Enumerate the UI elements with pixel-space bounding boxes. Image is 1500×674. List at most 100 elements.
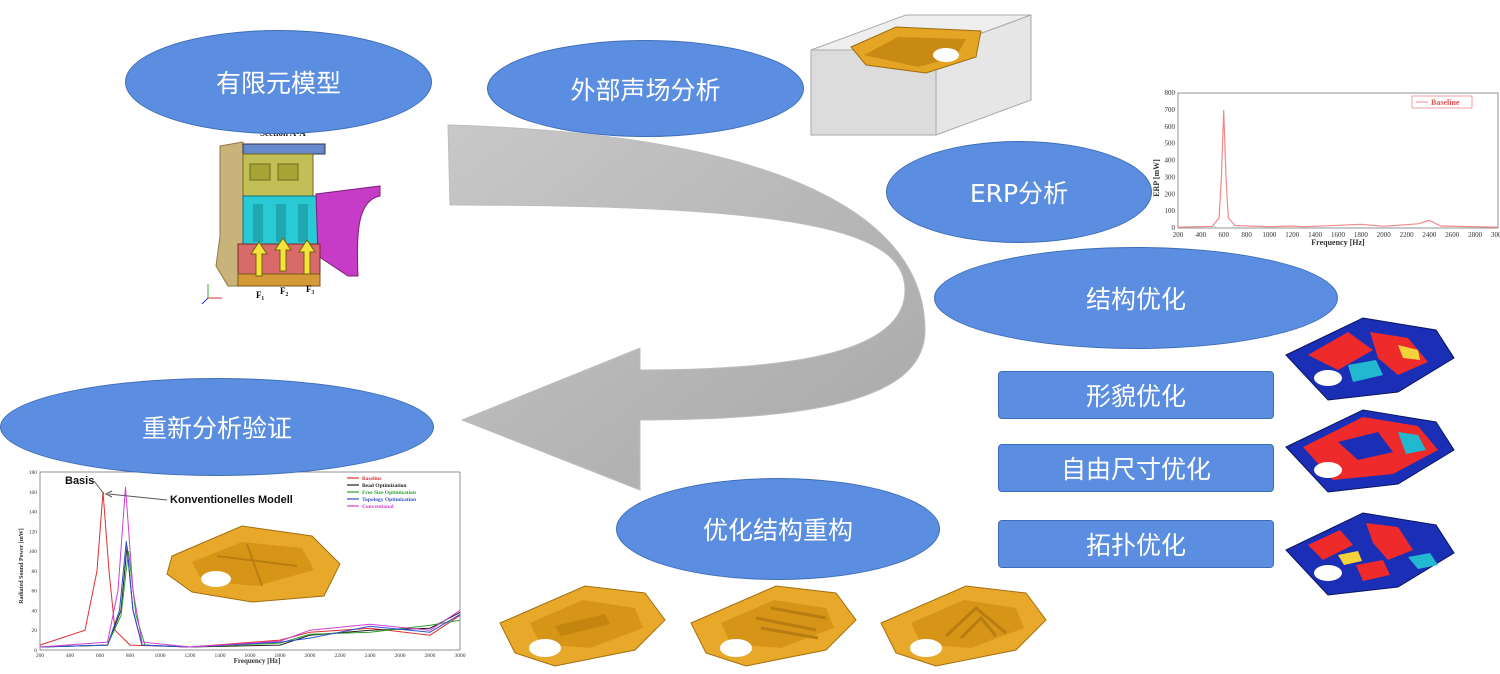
x-tick-label: 600 <box>96 653 105 659</box>
x-tick-label: 1400 <box>215 653 226 659</box>
y-tick-label: 500 <box>1165 140 1176 148</box>
node-erp-analysis-label: ERP分析 <box>969 179 1069 208</box>
box-topology-optimization: 拓扑优化 <box>998 520 1274 568</box>
plate-image <box>166 525 341 603</box>
node-acoustic-analysis: 外部声场分析 <box>487 40 804 137</box>
x-tick-label: 1200 <box>185 653 196 659</box>
box-topology-optimization-label: 拓扑优化 <box>1085 531 1186 560</box>
y-tick-label: 600 <box>1165 123 1176 131</box>
x-tick-label: 2600 <box>1445 231 1460 239</box>
legend-item: Free Size Optimization <box>362 490 416 496</box>
x-tick-label: 1200 <box>1285 231 1300 239</box>
x-tick-label: 2200 <box>335 653 346 659</box>
y-tick-label: 300 <box>1165 173 1176 181</box>
y-tick-label: 0 <box>1172 224 1176 232</box>
force-label-1: F₁ <box>256 290 264 300</box>
force-label-3: F₃ <box>306 284 314 294</box>
acoustic-field-figure <box>810 14 1032 136</box>
annotation-basis: Basis <box>65 475 94 487</box>
x-tick-label: 1600 <box>1331 231 1346 239</box>
y-tick-label: 120 <box>29 529 38 535</box>
node-reanalysis-label: 重新分析验证 <box>141 414 292 443</box>
y-tick-label: 400 <box>1165 157 1176 165</box>
node-reconstruction-label: 优化结构重构 <box>702 516 853 545</box>
y-tick-label: 100 <box>1165 207 1176 215</box>
y-tick-label: 40 <box>32 608 38 614</box>
x-tick-label: 1000 <box>1262 231 1277 239</box>
node-reconstruction: 优化结构重构 <box>616 478 940 580</box>
erp-xlabel: Frequency [Hz] <box>1311 238 1365 247</box>
y-tick-label: 700 <box>1165 106 1176 114</box>
x-tick-label: 2800 <box>1468 231 1483 239</box>
reconstructed-plate-1 <box>499 585 666 667</box>
node-acoustic-analysis-label: 外部声场分析 <box>570 75 721 105</box>
annotation-model: Konventionelles Modell <box>170 494 293 506</box>
node-fem-model: 有限元模型 <box>125 30 432 134</box>
reconstructed-plate-2 <box>690 585 857 667</box>
series-line <box>39 541 461 648</box>
reconstructed-plate-3 <box>880 585 1047 667</box>
x-tick-label: 400 <box>66 653 75 659</box>
box-size-optimization-label: 自由尺寸优化 <box>1060 455 1211 484</box>
y-tick-label: 800 <box>1165 89 1176 97</box>
x-tick-label: 1800 <box>1354 231 1369 239</box>
axis-triad-icon <box>201 284 222 305</box>
x-tick-label: 2200 <box>1400 231 1415 239</box>
x-tick-label: 2400 <box>1422 231 1437 239</box>
box-size-optimization: 自由尺寸优化 <box>998 444 1274 492</box>
y-tick-label: 20 <box>32 628 38 634</box>
y-tick-label: 180 <box>29 470 38 476</box>
x-tick-label: 2800 <box>425 653 436 659</box>
x-tick-label: 1400 <box>1308 231 1323 239</box>
x-tick-label: 200 <box>1173 231 1184 239</box>
series-line <box>1177 109 1499 228</box>
topology-optimization-result-image <box>1285 512 1455 596</box>
legend-item: Baseline <box>362 476 382 482</box>
plot-frame <box>1177 92 1499 229</box>
force-label-2: F₂ <box>280 286 288 296</box>
node-reanalysis: 重新分析验证 <box>0 378 434 476</box>
x-tick-label: 200 <box>36 653 45 659</box>
y-tick-label: 80 <box>32 569 38 575</box>
y-tick-label: 200 <box>1165 190 1176 198</box>
node-fem-model-label: 有限元模型 <box>215 69 341 98</box>
x-tick-label: 1600 <box>245 653 256 659</box>
x-tick-label: 1800 <box>275 653 286 659</box>
verify-ylabel: Radiated Sound Power [mW] <box>19 528 25 603</box>
erp-ylabel: ERP [mW] <box>1152 159 1161 197</box>
shape-optimization-result-image <box>1285 317 1455 401</box>
fem-model-figure: Section A-A F₁ F₂ F₃ <box>201 128 381 305</box>
x-tick-label: 1000 <box>155 653 166 659</box>
size-optimization-result-image <box>1285 409 1455 493</box>
y-tick-label: 100 <box>29 549 38 555</box>
y-tick-label: 0 <box>34 648 37 654</box>
node-erp-analysis: ERP分析 <box>886 141 1152 243</box>
x-tick-label: 600 <box>1218 231 1229 239</box>
y-tick-label: 160 <box>29 490 38 496</box>
x-tick-label: 2600 <box>395 653 406 659</box>
node-structure-optimization-label: 结构优化 <box>1085 285 1186 314</box>
x-tick-label: 800 <box>126 653 135 659</box>
node-structure-optimization: 结构优化 <box>934 247 1338 349</box>
legend-item: Topology Optimization <box>362 497 416 503</box>
series-line <box>39 486 461 648</box>
x-tick-label: 3000 <box>455 653 466 659</box>
verify-xlabel: Frequency [Hz] <box>234 657 281 665</box>
series-line <box>39 491 461 648</box>
y-tick-label: 60 <box>32 589 38 595</box>
x-tick-label: 2400 <box>365 653 376 659</box>
erp-legend-baseline: Baseline <box>1431 98 1460 107</box>
x-tick-label: 400 <box>1196 231 1207 239</box>
x-tick-label: 3000 <box>1491 231 1500 239</box>
x-tick-label: 2000 <box>1377 231 1392 239</box>
legend-item: Conventional <box>362 504 394 510</box>
legend-item: Bead Optimization <box>362 483 406 489</box>
y-tick-label: 140 <box>29 510 38 516</box>
x-tick-label: 800 <box>1241 231 1252 239</box>
x-tick-label: 2000 <box>305 653 316 659</box>
box-shape-optimization: 形貌优化 <box>998 371 1274 419</box>
box-shape-optimization-label: 形貌优化 <box>1085 382 1186 411</box>
